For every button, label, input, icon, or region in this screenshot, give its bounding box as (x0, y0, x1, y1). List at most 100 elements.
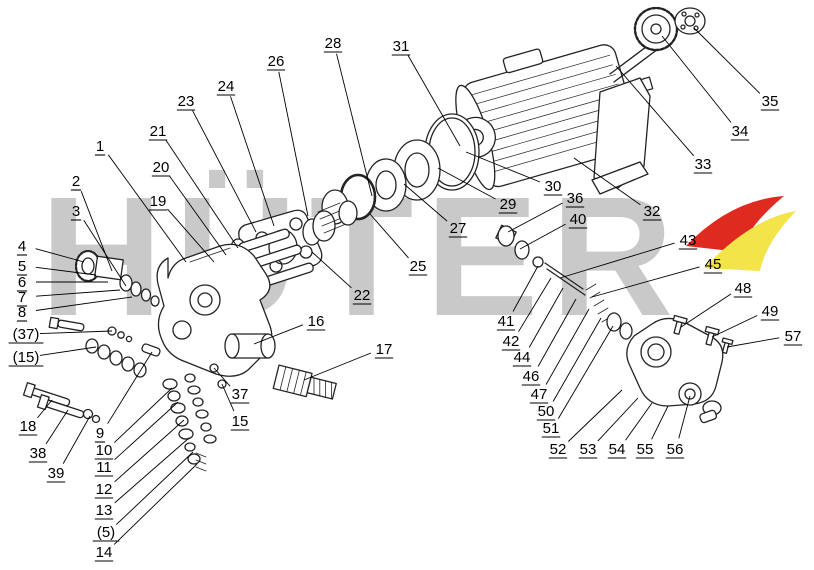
leader-line-23 (192, 110, 257, 233)
leader-line-8 (35, 296, 133, 311)
part-label-27: 27 (450, 220, 467, 237)
leader-line-17 (303, 352, 372, 381)
part-label-(37): (37) (13, 326, 40, 343)
leader-line-12 (114, 419, 185, 483)
motor-bracket (591, 77, 651, 195)
logo-yellow-swoosh (704, 211, 796, 271)
plungers (238, 228, 314, 287)
part-label-24: 24 (218, 78, 235, 95)
part-label-29: 29 (500, 196, 517, 213)
part-label-45: 45 (705, 256, 722, 273)
leader-line-4 (35, 248, 85, 263)
leader-line-14 (113, 463, 198, 545)
part-label-50: 50 (538, 403, 555, 420)
leader-line-38 (45, 409, 69, 445)
leader-line-20 (168, 175, 227, 256)
leader-line-52 (567, 389, 623, 442)
part-label-8: 8 (18, 304, 26, 321)
inlet-fitting (74, 249, 160, 307)
part-label-6: 6 (18, 274, 26, 291)
leader-line-9 (107, 351, 153, 424)
leader-line-54 (625, 402, 653, 441)
part-label-57: 57 (785, 328, 802, 345)
part-label-20: 20 (153, 159, 170, 176)
part-label-1: 1 (96, 138, 104, 155)
leader-line-35 (693, 27, 761, 94)
part-label-42: 42 (503, 333, 520, 350)
part-label-44: 44 (514, 349, 531, 366)
leader-line-22 (311, 251, 352, 289)
leader-line-28 (336, 53, 373, 197)
leader-line-27 (403, 183, 448, 222)
part-label-40: 40 (570, 211, 587, 228)
leader-line-51 (557, 325, 614, 419)
part-label-56: 56 (667, 441, 684, 458)
part-label-5: 5 (18, 258, 26, 275)
part-label-38: 38 (30, 445, 47, 462)
part-label-11: 11 (96, 459, 112, 476)
part-label-26: 26 (268, 53, 285, 70)
part-label-7: 7 (18, 289, 26, 306)
outlet-fitting (272, 364, 337, 400)
part-label-48: 48 (735, 280, 752, 297)
part-label-4: 4 (18, 238, 26, 255)
leader-line-57 (726, 337, 780, 348)
part-label-13: 13 (96, 502, 113, 519)
part-label-53: 53 (580, 441, 597, 458)
part-label-34: 34 (732, 123, 749, 140)
leader-line-25 (369, 213, 409, 259)
part-label-(15): (15) (13, 349, 40, 366)
leader-line-(15) (39, 346, 97, 356)
leader-line-49 (711, 315, 758, 338)
part-label-41: 41 (498, 313, 515, 330)
leader-line-55 (651, 405, 669, 440)
part-label-31: 31 (393, 38, 410, 55)
callout-labels: 12345678(37)(15)183839910111213(5)141920… (8, 27, 803, 562)
leader-line-10 (113, 387, 173, 443)
leader-line-5 (35, 266, 97, 276)
leader-line-29 (437, 167, 496, 200)
part-label-28: 28 (325, 35, 342, 52)
leader-line-50 (552, 317, 602, 402)
part-label-36: 36 (567, 190, 584, 207)
leader-line-36 (507, 202, 563, 233)
left-small-parts (48, 316, 161, 378)
part-label-14: 14 (96, 544, 113, 561)
leader-line-26 (278, 71, 309, 217)
part-label-55: 55 (637, 441, 654, 458)
part-label-47: 47 (531, 386, 548, 403)
leader-line-40 (519, 223, 566, 250)
leader-line-30 (465, 151, 541, 183)
logo-red-swoosh (686, 196, 784, 252)
leader-line-11 (114, 401, 179, 461)
leader-line-(37) (39, 330, 113, 335)
leader-line-37 (213, 367, 231, 387)
leader-line-56 (678, 395, 691, 439)
part-label-30: 30 (545, 178, 562, 195)
part-label-37: 37 (232, 386, 249, 403)
part-label-16: 16 (308, 313, 325, 330)
part-label-10: 10 (96, 442, 113, 459)
leader-line-15 (221, 383, 235, 412)
part-label-32: 32 (644, 203, 661, 220)
leader-line-42 (518, 277, 552, 332)
drive-shaft-gear (609, 6, 706, 83)
piston-kit (495, 224, 633, 340)
part-label-49: 49 (762, 303, 779, 320)
part-label-25: 25 (410, 258, 427, 275)
leader-line-7 (35, 289, 121, 297)
leader-line-2 (80, 191, 113, 272)
part-label-12: 12 (96, 481, 113, 498)
leader-line-45 (591, 266, 700, 298)
part-label-(5): (5) (97, 524, 115, 541)
part-label-23: 23 (178, 93, 195, 110)
leader-line-47 (545, 308, 590, 385)
leader-line-34 (661, 35, 732, 123)
leader-line-48 (680, 293, 732, 328)
part-label-33: 33 (695, 156, 712, 173)
leader-line-53 (597, 397, 639, 442)
leader-line-16 (253, 324, 304, 345)
leader-line-3 (83, 219, 127, 287)
part-label-15: 15 (232, 413, 249, 430)
